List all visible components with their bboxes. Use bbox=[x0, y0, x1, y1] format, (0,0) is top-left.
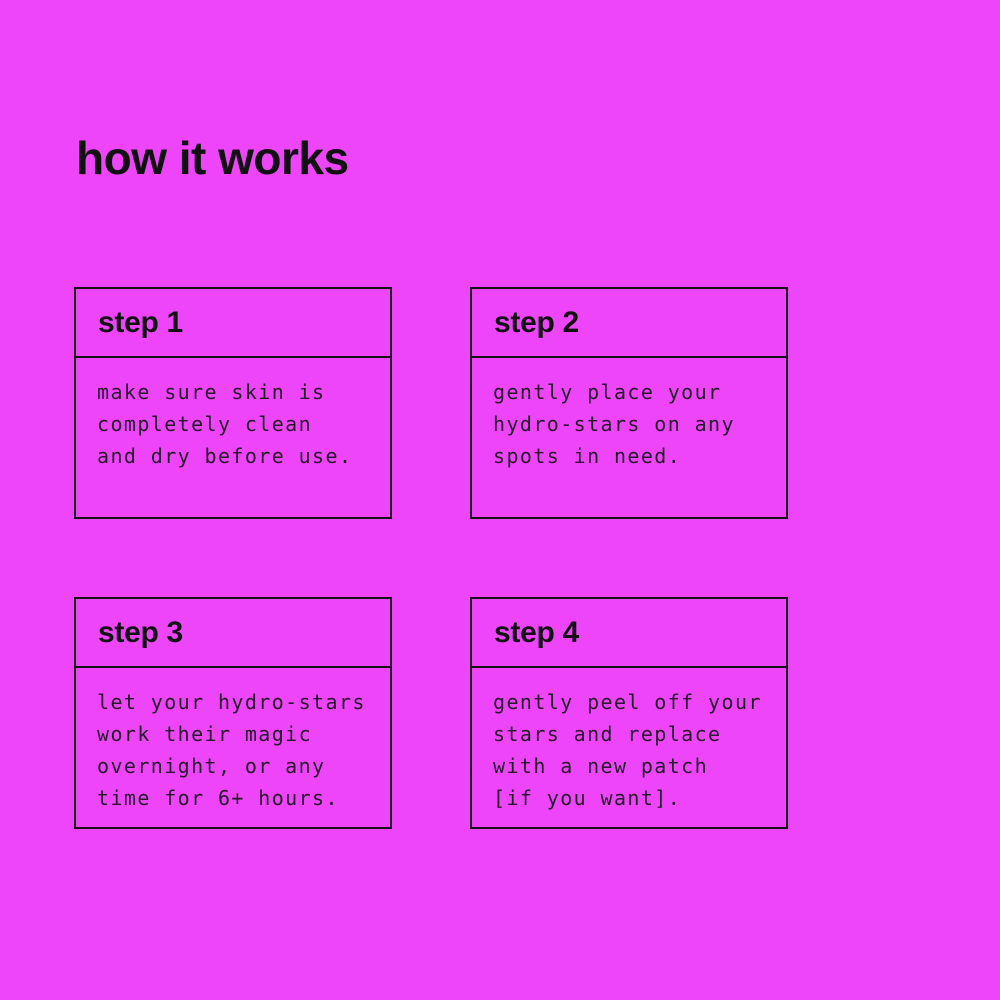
step-2-label: step 2 bbox=[494, 305, 579, 339]
step-4-description: gently peel off your stars and replace w… bbox=[493, 690, 762, 810]
step-card-2-header: step 2 bbox=[472, 289, 786, 358]
section-title: how it works bbox=[76, 131, 349, 184]
step-card-3: step 3 let your hydro-stars work their m… bbox=[74, 597, 392, 829]
step-card-1: step 1 make sure skin is completely clea… bbox=[74, 287, 392, 519]
step-card-2-body: gently place your hydro-stars on any spo… bbox=[472, 358, 786, 517]
step-card-4-body: gently peel off your stars and replace w… bbox=[472, 668, 786, 827]
step-1-description: make sure skin is completely clean and d… bbox=[97, 380, 353, 468]
step-4-label: step 4 bbox=[494, 615, 579, 649]
step-card-1-header: step 1 bbox=[76, 289, 390, 358]
step-card-4-header: step 4 bbox=[472, 599, 786, 668]
step-3-label: step 3 bbox=[98, 615, 183, 649]
step-2-description: gently place your hydro-stars on any spo… bbox=[493, 380, 735, 468]
step-card-1-body: make sure skin is completely clean and d… bbox=[76, 358, 390, 517]
step-3-description: let your hydro-stars work their magic ov… bbox=[97, 690, 366, 810]
steps-grid: step 1 make sure skin is completely clea… bbox=[74, 287, 788, 829]
step-card-3-body: let your hydro-stars work their magic ov… bbox=[76, 668, 390, 827]
step-1-label: step 1 bbox=[98, 305, 183, 339]
step-card-4: step 4 gently peel off your stars and re… bbox=[470, 597, 788, 829]
step-card-2: step 2 gently place your hydro-stars on … bbox=[470, 287, 788, 519]
step-card-3-header: step 3 bbox=[76, 599, 390, 668]
